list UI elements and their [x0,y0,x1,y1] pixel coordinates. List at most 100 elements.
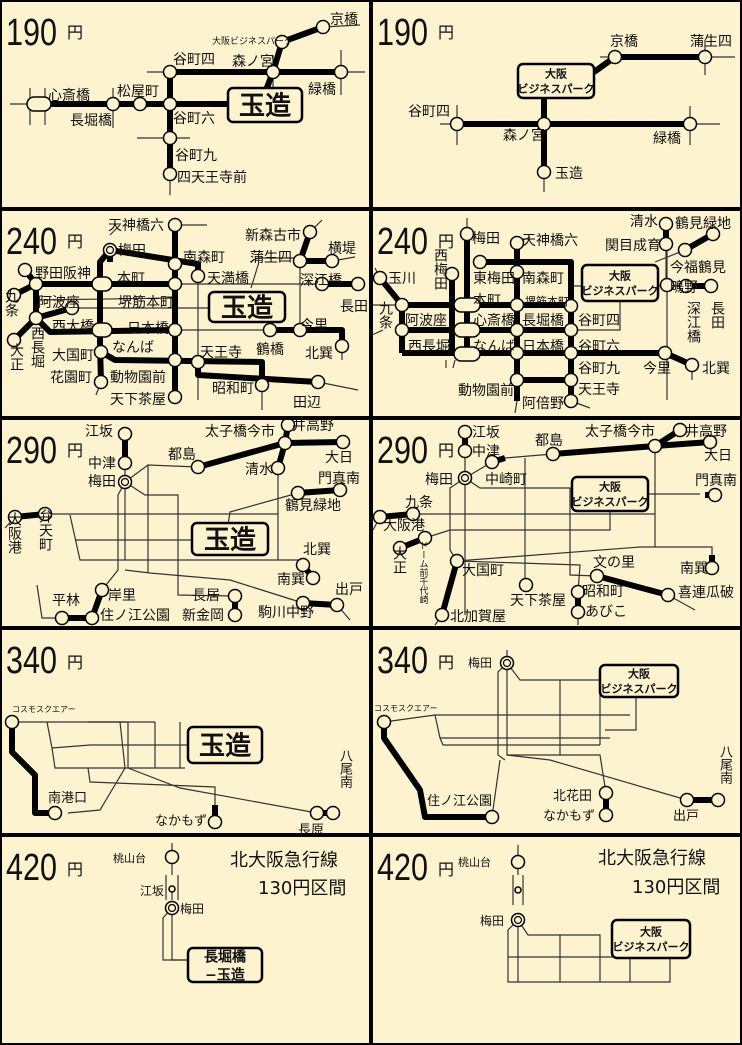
station-marker [434,607,450,623]
route-line-thin [456,560,581,593]
destination-box [186,725,264,765]
destination-label: 大阪 [599,480,622,494]
destination-label: ビジネスパーク [572,495,649,509]
station-label: 太子橋今市 [205,423,275,440]
station-marker [697,49,713,65]
station-label: 文の里 [593,555,635,571]
station-label: 堺筋本町 [525,294,569,308]
station-label: 桃山台 [458,855,491,869]
station-marker [162,166,178,182]
station-marker [702,434,718,450]
station-marker [227,607,243,623]
station-label: 桃山台 [113,851,146,865]
station-label: 八尾南 [717,745,733,784]
station-label: 南森町 [522,271,564,287]
station-marker [518,577,534,593]
transfer-station-marker [453,297,481,313]
station-label: 南巽 [680,561,708,577]
station-label: 京橋 [330,12,358,28]
station-marker [570,584,586,600]
route-line-bold [99,349,265,385]
yen-label: 円 [438,232,454,251]
station-marker [563,372,579,388]
station-marker [167,217,183,233]
station-label: 深江橋 [300,273,342,289]
station-label: 平林 [52,593,80,609]
fare-amount: 290 [6,430,57,472]
station-label: 西長堀 [29,326,45,368]
station-marker [162,64,178,80]
route-line-bold [97,248,113,383]
station-marker-inner [513,915,523,925]
destination-box [190,521,270,557]
station-label: 中津 [472,444,500,460]
destination-label: 玉造 [204,525,256,555]
station-label: 九条 [377,301,393,329]
station-label: 谷町六 [173,111,215,127]
station-label: 九条 [3,289,19,317]
station-marker [324,253,340,269]
station-marker [310,374,326,390]
yen-label: 円 [67,23,83,42]
route-line-thin [250,261,260,289]
station-label: 都島 [535,433,563,449]
station-marker [707,487,723,503]
station-marker [167,256,183,272]
station-marker [314,276,330,292]
station-marker-inner [105,245,115,255]
station-marker [672,422,688,438]
station-marker [309,805,325,821]
station-label: 森ノ宮 [232,54,274,70]
station-label: 心斎橋 [473,312,515,329]
station-marker [262,322,278,338]
station-marker [17,262,33,278]
station-label: 岸里 [108,588,136,604]
station-label: 大阪ビジネスパーク [212,35,293,47]
line-note: 北大阪急行線 [230,850,338,871]
station-marker [64,300,80,316]
station-label: 九条 [405,494,433,511]
station-label: 南巽 [277,572,305,588]
station-marker [658,236,674,252]
destination-label: −玉造 [205,966,245,983]
station-label: 日本橋 [127,321,169,337]
panel-background [0,418,371,628]
station-marker [132,96,148,112]
station-label: 阿波座 [405,313,447,329]
station-marker [457,470,473,486]
station-label: 東梅田 [473,271,515,287]
destination-label: 玉造 [221,293,273,323]
station-marker [190,268,206,284]
panel-background [0,835,371,1045]
station-marker [329,597,345,613]
station-marker [509,297,525,313]
route-line-thin [124,481,236,597]
station-label: 大日 [325,450,353,466]
fare-amount: 190 [377,12,428,54]
station-label: 北巽 [305,346,333,362]
station-label: 谷町九 [578,361,620,377]
yen-label: 円 [67,232,83,251]
station-marker [545,446,561,462]
station-label: 梅田 [468,655,492,670]
station-label: 弁天町 [37,509,53,551]
station-marker [302,224,318,240]
station-label: 中崎町 [485,472,527,488]
station-label: なんば [112,340,154,356]
station-label: 谷町四 [173,52,215,68]
station-marker [102,242,118,258]
transfer-station-marker [453,346,481,362]
yen-label: 円 [438,441,454,460]
destination-box [580,263,660,303]
station-label: 西大橋 [52,319,94,335]
route-line-thin [452,359,456,369]
route-line-thin [605,697,637,731]
station-label: 鶴見緑地 [675,215,731,232]
station-label: 住ノ江公園 [100,608,170,624]
panel-background [371,0,742,209]
station-label: 玉造 [555,166,583,182]
station-label: 大阪港 [6,512,22,554]
